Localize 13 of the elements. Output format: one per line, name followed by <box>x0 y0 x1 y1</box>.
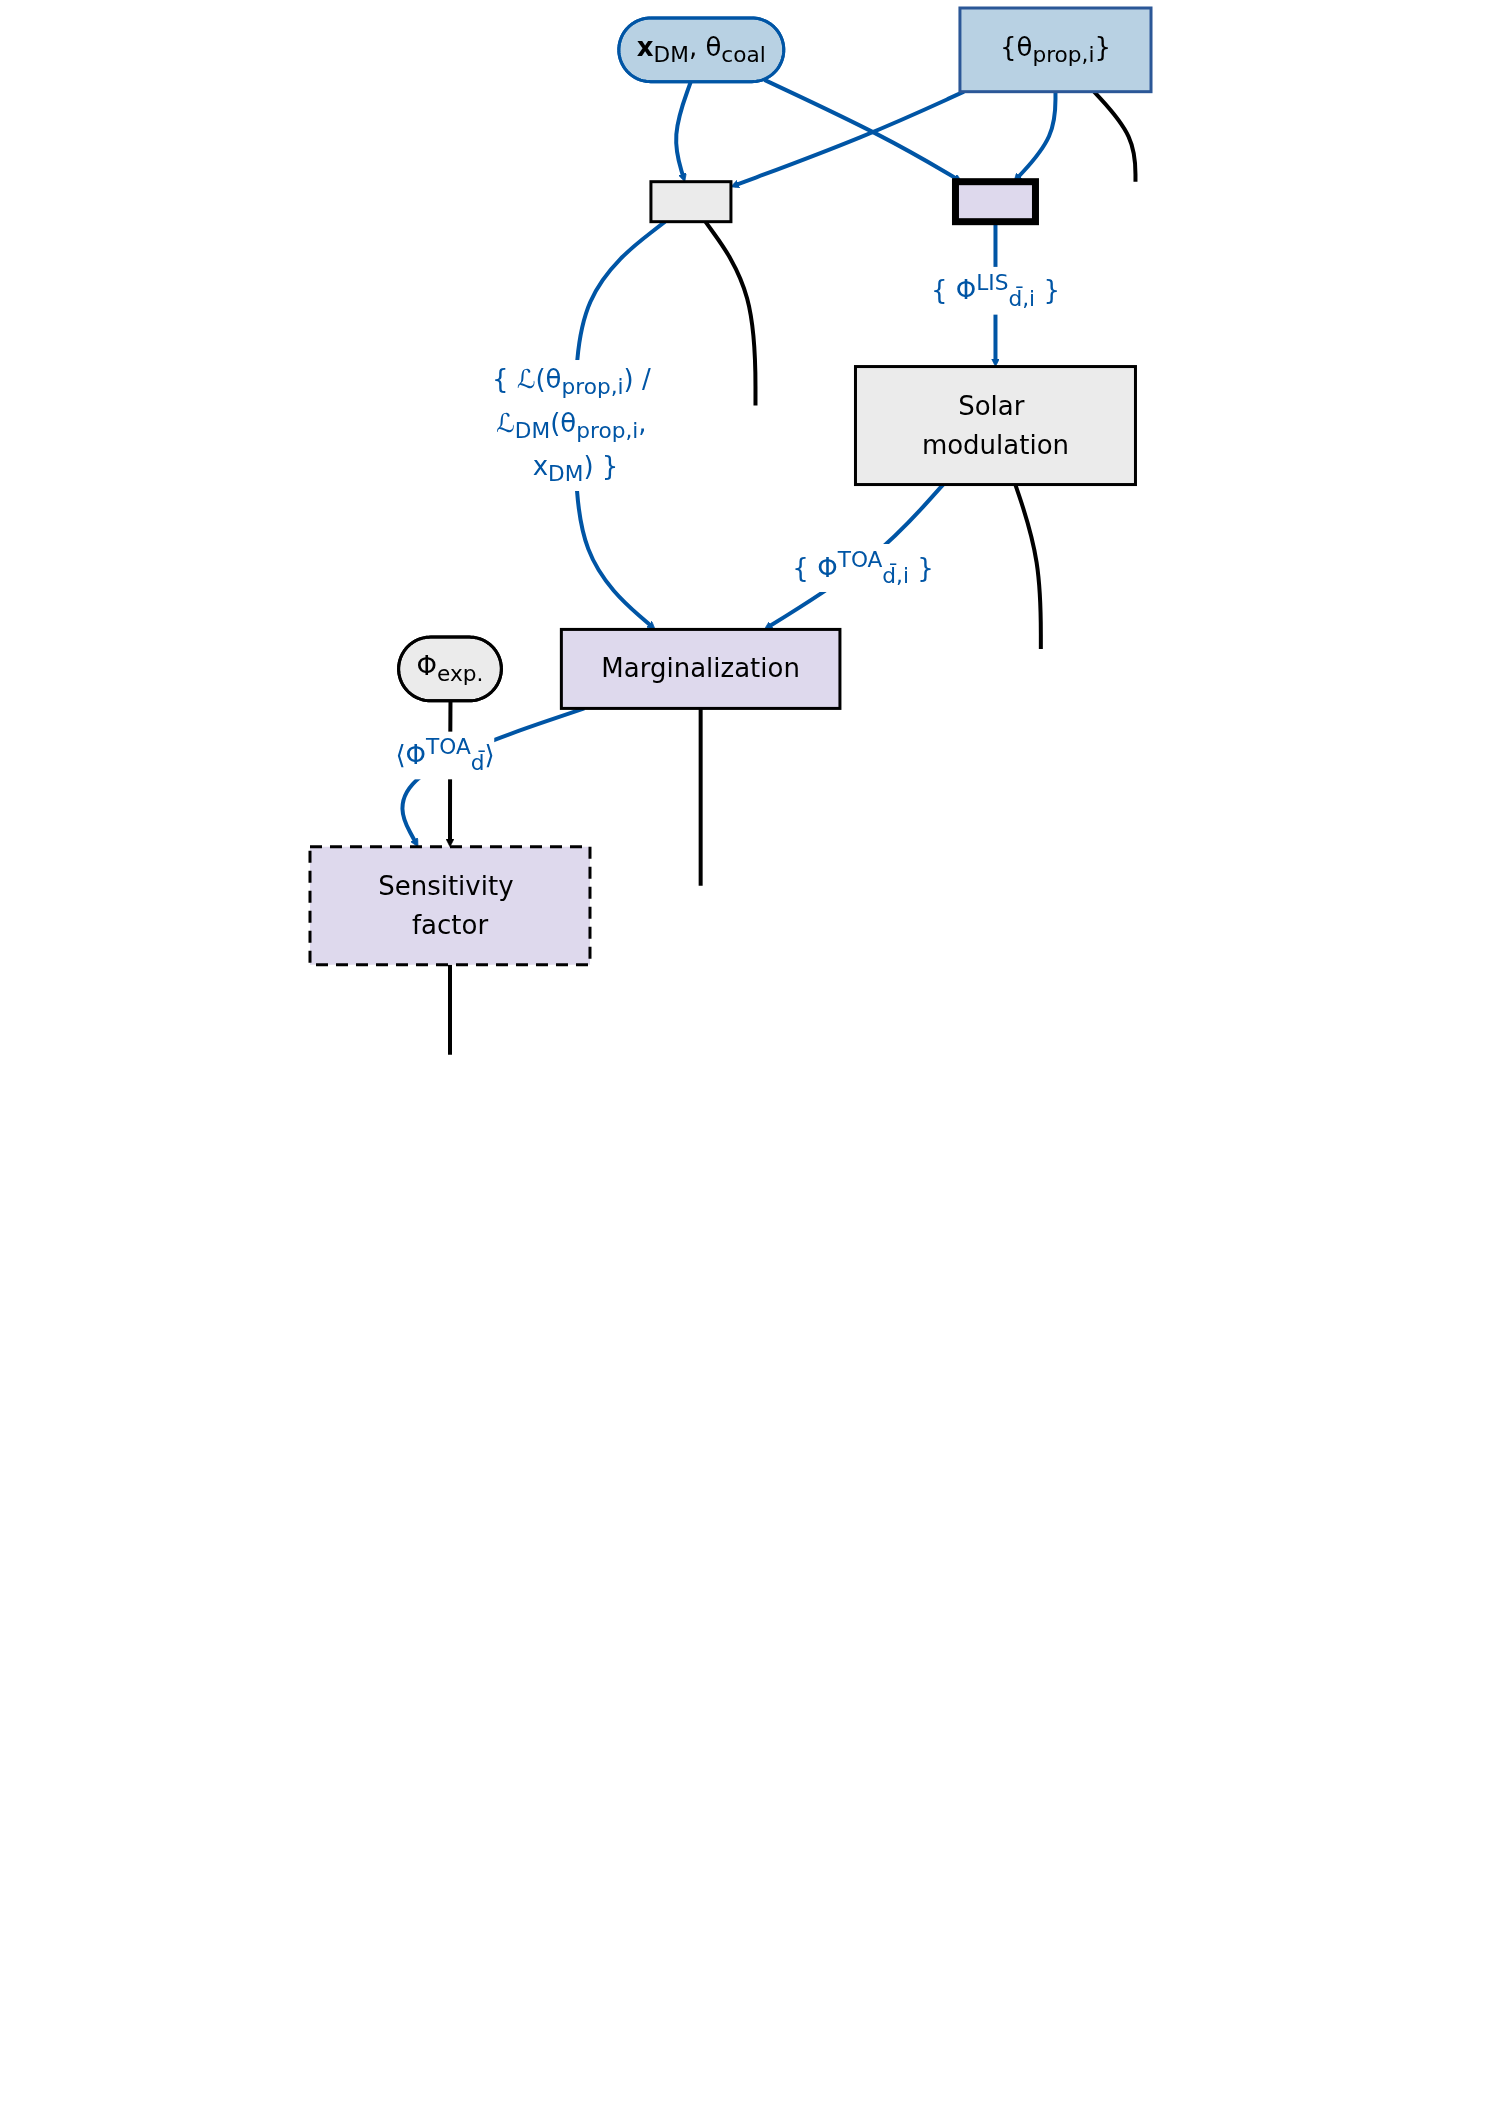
connector <box>447 964 452 1055</box>
edge-label: ⟨Φ$^{TOA}$$_{d̄}$⟩ <box>395 734 495 776</box>
node-box <box>649 180 733 224</box>
connector <box>698 708 703 886</box>
edge-label: { Φ$^{TOA}$$_{d̄,i}$ } <box>792 546 934 588</box>
node-box <box>951 178 1039 226</box>
node-box: {θ$_{prop,i}$} <box>958 6 1153 94</box>
edge-label: { Φ$^{LIS}$$_{d̄,i}$ } <box>930 269 1060 311</box>
node-box: Marginalization <box>559 627 842 710</box>
edge-label: { ℒ(θ$_{prop,i}$) / ℒ$_{DM}$(θ$_{prop,i}$, x$_{DM}$) } <box>491 364 651 487</box>
node-box: Solar modulation <box>853 365 1137 487</box>
node-box: Sensitivity factor <box>308 845 592 967</box>
arrow <box>730 89 965 189</box>
